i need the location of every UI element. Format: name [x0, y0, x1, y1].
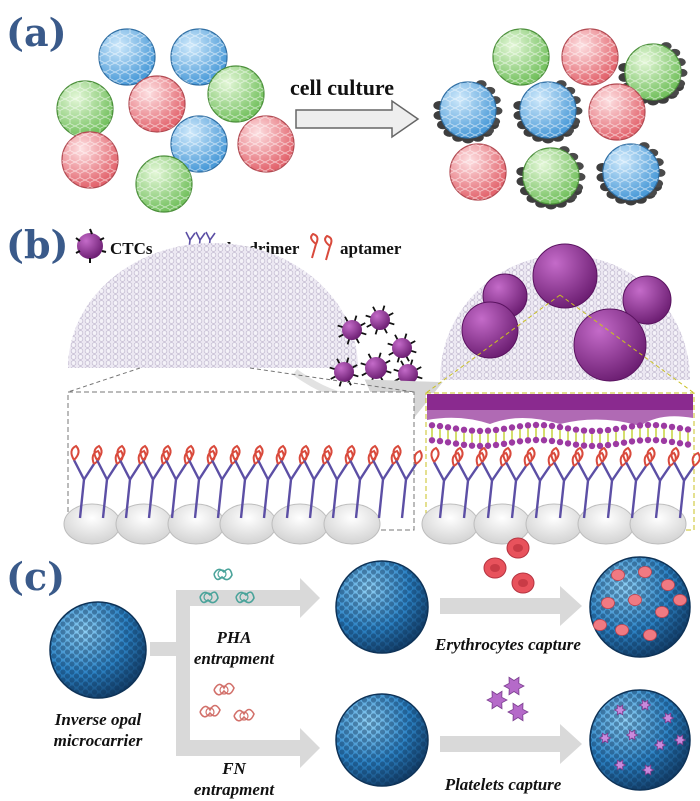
sphere-fn-loaded — [335, 693, 429, 787]
bound-ctc-cell — [461, 301, 519, 359]
bead-red — [561, 28, 619, 86]
pha-molecules — [199, 568, 255, 604]
platelet — [507, 702, 529, 722]
bead-green — [492, 28, 550, 86]
panel-a-label: (a) — [6, 10, 67, 55]
platelets-capture-label: Platelets capture — [444, 775, 562, 794]
bound-ctc-cell — [622, 275, 672, 325]
fn-label: FN — [221, 759, 246, 778]
panel-b-label: (b) — [6, 222, 69, 267]
legend-ctcs: CTCs — [110, 239, 153, 258]
panel-b: (b) CTCs dendrimer aptamer — [6, 222, 700, 545]
cells-before-culture — [56, 28, 295, 213]
pha-molecule — [235, 591, 255, 604]
erythrocyte — [511, 572, 535, 594]
bead-red — [128, 75, 186, 133]
inverse-opal-sphere — [49, 601, 147, 699]
sphere-pha-loaded — [335, 560, 429, 654]
aptamer-icon — [310, 232, 333, 261]
microcarrier-surface-left — [68, 243, 358, 368]
pha-molecule — [199, 591, 219, 604]
ctc-cell — [365, 305, 395, 335]
panel-a: (a) cell culture — [6, 10, 688, 213]
bead-green — [207, 65, 265, 123]
fn-molecules — [199, 682, 255, 722]
fn-molecule — [233, 708, 255, 722]
ctc-cell — [337, 315, 367, 345]
route-pha: PHA entrapment Erythrocytes capture — [176, 537, 691, 668]
route-fn: FN entrapment Platelets capture — [176, 676, 691, 799]
ctc-cell-icon — [75, 228, 107, 263]
bead-blue-with-cells — [433, 80, 503, 144]
platelet — [503, 676, 525, 696]
bead-blue-with-cells — [513, 80, 583, 144]
bead-blue — [98, 28, 156, 86]
sphere-erythrocytes-captured — [589, 556, 691, 658]
pha-molecule — [213, 568, 233, 581]
panel-c: (c) Inverse opal microcarrier PHA entrap… — [6, 537, 691, 799]
ctc-cell — [360, 352, 392, 384]
ctc-cell — [387, 333, 417, 363]
microcarrier-surface-right — [440, 243, 690, 382]
fn-entrapment-label: entrapment — [194, 780, 276, 799]
erythrocyte — [483, 557, 507, 579]
bead-green — [135, 155, 193, 213]
bead-green-with-cells — [516, 146, 586, 210]
fn-molecule — [213, 682, 235, 696]
bound-ctc-cell — [573, 308, 647, 382]
sphere-platelets-captured — [589, 689, 691, 791]
branch-connector — [150, 590, 190, 756]
zoom-box-dendrimer-aptamer — [63, 367, 423, 545]
bound-ctc-cell — [532, 243, 598, 309]
erythrocytes-capture-label: Erythrocytes capture — [434, 635, 581, 654]
pha-label: PHA — [216, 628, 252, 647]
start-label-line1: Inverse opal — [54, 710, 142, 729]
bead-red — [237, 115, 295, 173]
bead-blue-with-cells — [596, 142, 666, 206]
culture-arrow-label: cell culture — [290, 75, 394, 100]
platelet — [486, 690, 508, 710]
bead-red — [588, 83, 646, 141]
start-label-line2: microcarrier — [54, 731, 143, 750]
zoom-box-captured-ctc — [421, 294, 700, 545]
ctc-cell — [393, 359, 423, 389]
bead-red — [61, 131, 119, 189]
erythrocytes — [483, 537, 535, 594]
platelets — [486, 676, 529, 722]
bead-green — [56, 80, 114, 138]
legend-aptamer: aptamer — [340, 239, 402, 258]
fn-molecule — [199, 704, 221, 718]
cells-after-culture — [433, 28, 688, 210]
erythrocyte — [506, 537, 530, 559]
bead-red — [449, 143, 507, 201]
panel-c-label: (c) — [6, 554, 65, 599]
culture-arrow: cell culture — [290, 75, 420, 139]
pha-entrapment-label: entrapment — [194, 649, 276, 668]
